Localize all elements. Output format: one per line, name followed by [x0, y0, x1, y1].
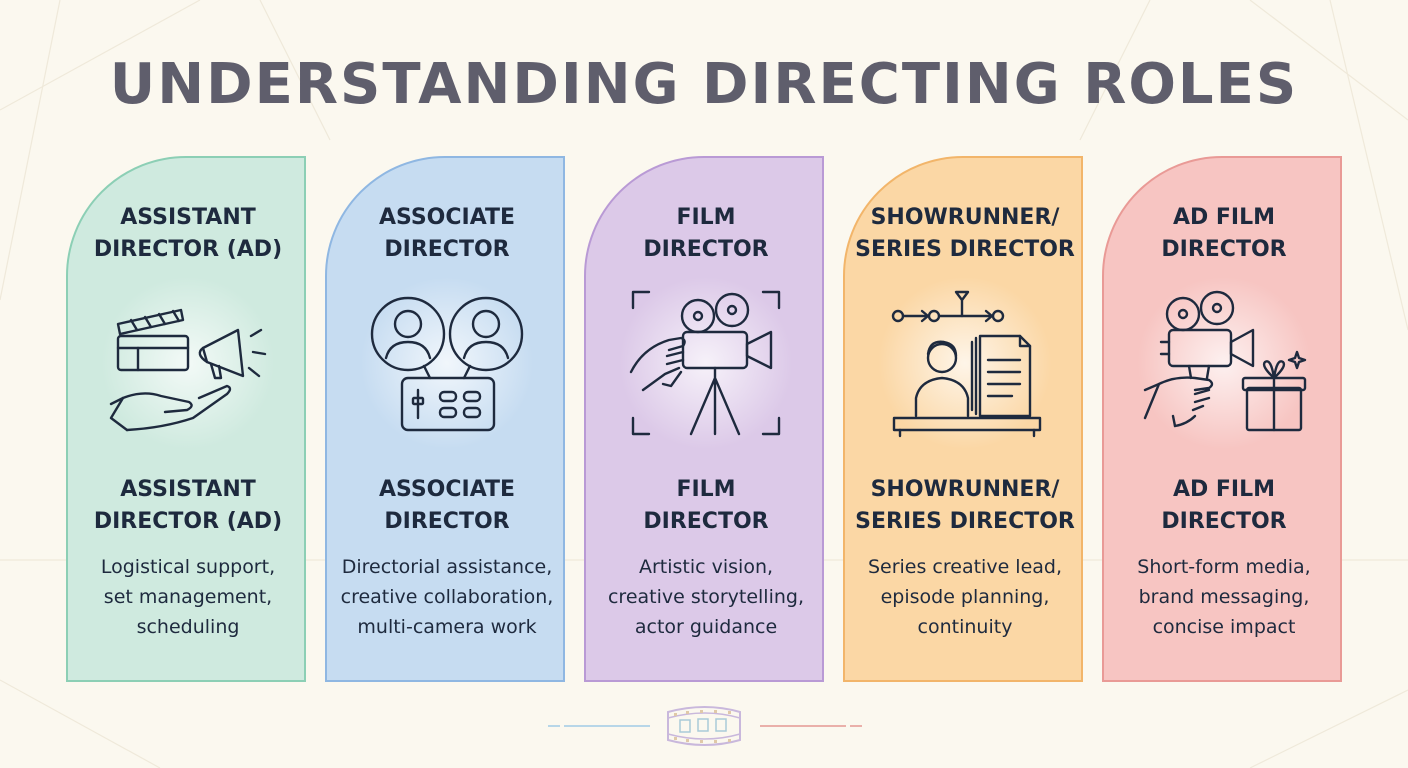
- card-subheading: FILM DIRECTOR: [643, 477, 769, 534]
- page-title: UNDERSTANDING DIRECTING ROLES: [109, 52, 1299, 117]
- clapperboard-megaphone-hand-icon: [109, 308, 267, 432]
- card-assistant-director: ASSISTANT DIRECTOR (AD) ASSISTANT DIRECT…: [66, 156, 306, 682]
- card-heading: FILM DIRECTOR: [643, 205, 769, 262]
- card-description: Series creative lead, episode planning, …: [867, 556, 1063, 638]
- handheld-camera-gift-icon: [1143, 290, 1307, 432]
- card-ad-film-director: AD FILM DIRECTOR AD FILM DIRECTOR Short-…: [1102, 156, 1342, 682]
- card-film-director: FILM DIRECTOR FILM DIRECTOR Artistic vis…: [584, 156, 824, 682]
- person-desk-documents-timeline-icon: [891, 290, 1042, 438]
- two-people-control-panel-icon: [370, 296, 524, 432]
- card-subheading: ASSOCIATE DIRECTOR: [378, 477, 516, 534]
- card-description: Artistic vision, creative storytelling, …: [607, 556, 805, 638]
- hand-film-camera-tripod-icon: [629, 290, 781, 436]
- card-heading: ASSOCIATE DIRECTOR: [378, 205, 516, 262]
- card-heading: SHOWRUNNER/ SERIES DIRECTOR: [855, 205, 1075, 262]
- card-subheading: SHOWRUNNER/ SERIES DIRECTOR: [855, 477, 1075, 534]
- card-subheading: ASSISTANT DIRECTOR (AD): [93, 477, 283, 534]
- card-showrunner: SHOWRUNNER/ SERIES DIRECTOR SHOWRUNNER/ …: [843, 156, 1083, 682]
- card-description: Directorial assistance, creative collabo…: [340, 556, 554, 638]
- card-description: Logistical support, set management, sche…: [100, 556, 276, 638]
- card-associate-director: ASSOCIATE DIRECTOR ASSOCIATE DIRECTOR Di…: [325, 156, 565, 682]
- film-strip-icon: [548, 706, 862, 746]
- card-description: Short-form media, brand messaging, conci…: [1137, 556, 1311, 638]
- card-subheading: AD FILM DIRECTOR: [1161, 477, 1287, 534]
- card-heading: AD FILM DIRECTOR: [1161, 205, 1287, 262]
- card-heading: ASSISTANT DIRECTOR (AD): [93, 205, 283, 262]
